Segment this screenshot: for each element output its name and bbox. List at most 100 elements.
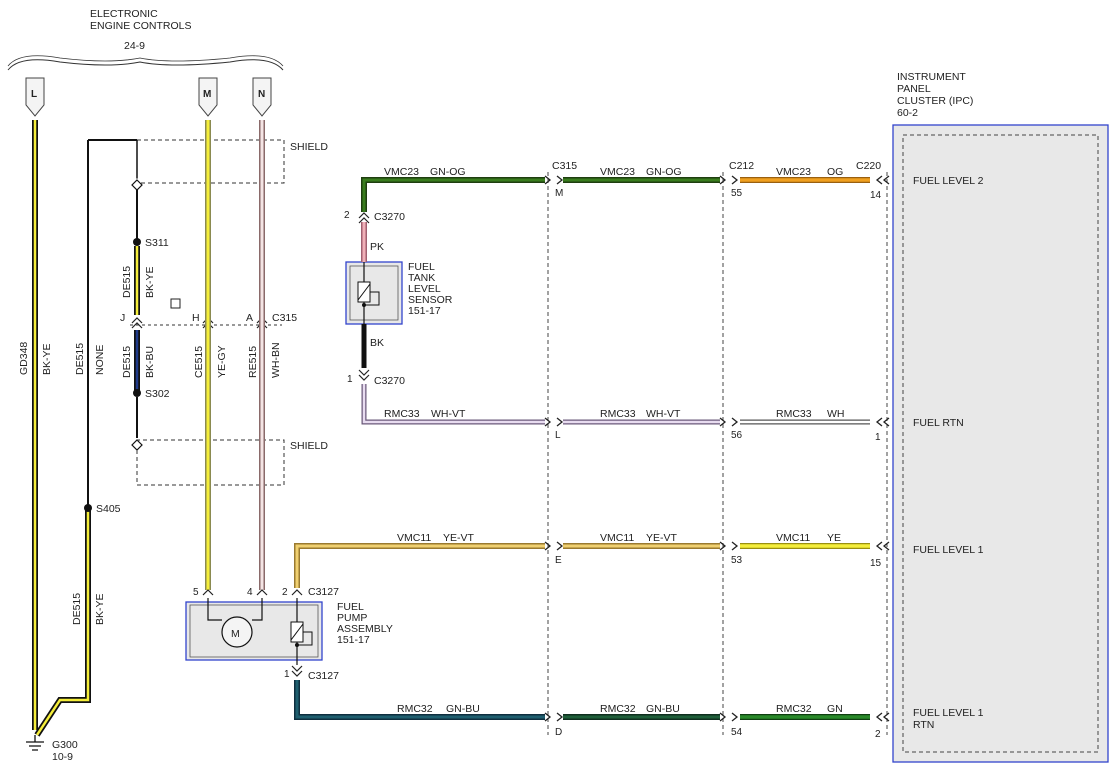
label-pk: PK — [370, 241, 384, 253]
row3-seg3-circuit: VMC11 — [776, 532, 810, 544]
sensor-pin-1: 1 — [347, 374, 353, 385]
label-de515-bk-bu: DE515 — [121, 346, 133, 378]
label-bk-ye: BK-YE — [144, 266, 156, 298]
c3127-top-label: C3127 — [308, 586, 339, 598]
row1-seg3-color: OG — [827, 166, 843, 178]
c315-left-pin-h: H — [192, 312, 200, 324]
row4-seg2-circuit: RMC32 — [600, 703, 636, 715]
row3-c212-pin: 53 — [731, 555, 743, 566]
fuel-pump-motor-icon — [221, 616, 253, 648]
open-box-symbol — [170, 298, 181, 309]
c315-left-name: C315 — [272, 312, 297, 324]
pump-ref: 151-17 — [337, 634, 370, 646]
ipc-title-line2: PANEL — [897, 83, 931, 95]
label-bk: BK — [370, 337, 384, 349]
sensor-ref: 151-17 — [408, 305, 441, 317]
row2-c315-pin: L — [555, 430, 561, 441]
row1-seg1-circuit: VMC23 — [384, 166, 419, 178]
label-bk-bu: BK-BU — [144, 346, 156, 378]
pump-name-line3: ASSEMBLY — [337, 623, 393, 635]
row1-seg1-color: GN-OG — [430, 166, 466, 178]
row1-c212-pin: 55 — [731, 188, 743, 199]
ecm-ref: 24-9 — [124, 40, 145, 52]
splice-s405-label: S405 — [96, 503, 121, 515]
ecm-tab-n: N — [252, 77, 272, 117]
fuel-tank-level-sensor — [345, 261, 403, 325]
row4-c212-pin: 54 — [731, 727, 743, 738]
svg-text:L: L — [31, 89, 37, 100]
splice-s302-label: S302 — [145, 388, 170, 400]
row4-seg3-color: GN — [827, 703, 843, 715]
row1-c315-pin: M — [555, 188, 563, 199]
row2-seg3-circuit: RMC33 — [776, 408, 812, 420]
row3-seg2-color: YE-VT — [646, 532, 678, 544]
sensor-name-line3: LEVEL — [408, 283, 441, 295]
label-de515-lower: DE515 — [71, 593, 83, 625]
label-gd348: GD348 — [18, 342, 30, 375]
pump-pin-5: 5 — [193, 587, 199, 598]
pump-name-line1: FUEL — [337, 601, 364, 613]
ecm-tab-l: L — [25, 77, 45, 117]
c315-left-pin-a: A — [246, 312, 253, 324]
row2-seg2-circuit: RMC33 — [600, 408, 636, 420]
row-fuel-level-1 — [294, 543, 870, 588]
ipc-ref: 60-2 — [897, 107, 918, 119]
row-fuel-level-1-rtn — [294, 680, 870, 720]
label-re515: RE515 — [247, 346, 259, 378]
c212-name: C212 — [729, 160, 754, 172]
c3127-bottom-label: C3127 — [308, 670, 339, 682]
label-bk-ye-lower: BK-YE — [94, 593, 106, 625]
c315-left-pin-j: J — [120, 312, 125, 324]
splice-s405-dot — [84, 504, 92, 512]
ipc-pin-fuel-level-2: FUEL LEVEL 2 — [913, 175, 984, 187]
label-wh-bn: WH-BN — [270, 342, 282, 378]
ground-g300-icon — [26, 735, 44, 751]
wire-de515-lower — [34, 508, 91, 737]
row3-seg2-circuit: VMC11 — [600, 532, 634, 544]
svg-text:M: M — [231, 628, 240, 640]
pump-pin-1: 1 — [284, 669, 290, 680]
label-ce515: CE515 — [193, 346, 205, 378]
pump-pin-2: 2 — [282, 587, 288, 598]
sensor-pin-2: 2 — [344, 210, 350, 221]
row2-seg3-color: WH — [827, 408, 845, 420]
row3-seg1-circuit: VMC11 — [397, 532, 431, 544]
row1-seg2-color: GN-OG — [646, 166, 682, 178]
row2-seg2-color: WH-VT — [646, 408, 681, 420]
wire-de515-none — [87, 139, 137, 508]
shield-top-label: SHIELD — [290, 141, 328, 153]
row2-c212-pin: 56 — [731, 430, 743, 441]
row4-seg1-color: GN-BU — [446, 703, 480, 715]
c3270-top-label: C3270 — [374, 211, 405, 223]
label-ye-gy: YE-GY — [216, 345, 228, 378]
splice-s311-label: S311 — [145, 237, 169, 249]
label-de515-none: DE515 — [74, 343, 86, 375]
ipc-module — [892, 124, 1109, 763]
sensor-name-line4: SENSOR — [408, 294, 453, 306]
splice-s311-dot — [133, 238, 141, 246]
row2-c220-pin: 1 — [875, 432, 881, 443]
row3-c315-pin: E — [555, 555, 562, 566]
svg-text:M: M — [203, 89, 211, 100]
ecm-title-line2: ENGINE CONTROLS — [90, 20, 192, 32]
row4-seg1-circuit: RMC32 — [397, 703, 433, 715]
ipc-pin-fuel-rtn: FUEL RTN — [913, 417, 964, 429]
row4-c315-pin: D — [555, 727, 562, 738]
label-none-color: NONE — [94, 345, 106, 375]
ground-name: G300 — [52, 739, 78, 751]
row-fuel-level-2 — [361, 177, 870, 212]
pump-pin-4: 4 — [247, 587, 253, 598]
ipc-title-line3: CLUSTER (IPC) — [897, 95, 973, 107]
ipc-title-line1: INSTRUMENT — [897, 71, 966, 83]
row-fuel-rtn — [361, 384, 870, 425]
ground-ref: 10-9 — [52, 751, 73, 763]
label-de515-bk-ye: DE515 — [121, 266, 133, 298]
svg-text:N: N — [258, 89, 265, 100]
pump-name-line2: PUMP — [337, 612, 367, 624]
sensor-name-line2: TANK — [408, 272, 435, 284]
row3-seg1-color: YE-VT — [443, 532, 475, 544]
row2-seg1-circuit: RMC33 — [384, 408, 420, 420]
row4-seg3-circuit: RMC32 — [776, 703, 812, 715]
ipc-pin-fuel-level-1: FUEL LEVEL 1 — [913, 544, 984, 556]
fuel-pump-assembly: M — [185, 598, 323, 665]
